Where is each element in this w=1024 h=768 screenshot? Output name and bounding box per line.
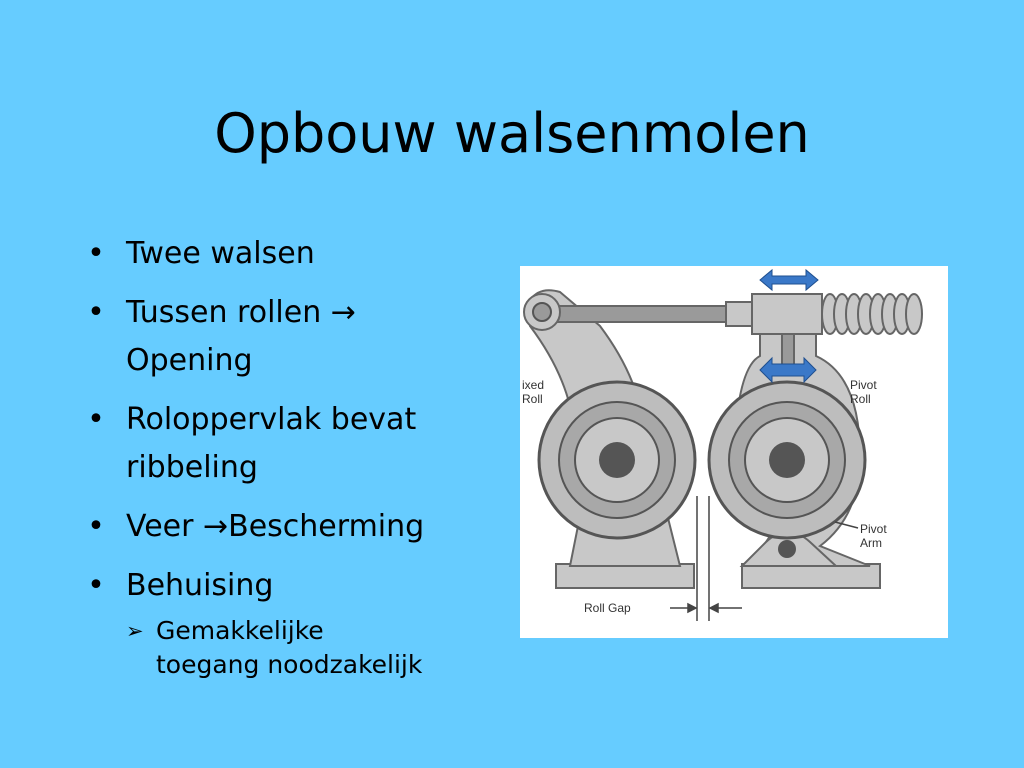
bullet-text-line2: ribbeling [126, 450, 258, 485]
bullet-dot: • [87, 295, 105, 330]
bullet-item: • Behuising ➢ Gemakkelijke toegang noodz… [86, 562, 506, 682]
bullet-item: • Twee walsen [86, 230, 506, 278]
pivot-arm-label: Pivot Arm [860, 522, 887, 550]
arrow-symbol: → [202, 509, 229, 544]
fixed-pivot-pin [532, 302, 552, 322]
pivot-arm-leader [834, 521, 859, 529]
bullet-text: Roloppervlak bevat [126, 402, 417, 437]
pivot-arm-label-line2: Arm [860, 536, 882, 550]
tension-rod [549, 305, 741, 323]
spring [821, 293, 923, 335]
bullet-text: Behuising [126, 568, 274, 603]
pivot-roll-base [741, 563, 881, 589]
roll-gap-arrows [670, 602, 742, 614]
bullet-text-line2: Opening [126, 343, 253, 378]
pivot-pin [778, 540, 796, 558]
rod-clamp [725, 301, 755, 327]
fixed-roll-label-line2: Roll [522, 392, 543, 406]
pivot-roll-label-line2: Roll [850, 392, 871, 406]
roller-mill-diagram: ixed Roll Pivot Roll Pivot Arm Roll Gap [520, 266, 948, 638]
fixed-roll [537, 380, 697, 540]
bullet-text: Twee walsen [126, 236, 315, 271]
bullet-dot: • [87, 509, 105, 544]
sub-bullet-item: ➢ Gemakkelijke toegang noodzakelijk [126, 614, 506, 682]
roll-gap-label: Roll Gap [584, 601, 631, 615]
bullet-item: • Tussen rollen → Opening [86, 289, 506, 385]
bullet-text-after: Bescherming [228, 509, 425, 544]
pivot-arm-label-line1: Pivot [860, 522, 887, 536]
pivot-roll-label: Pivot Roll [850, 378, 877, 406]
arrow-symbol: → [330, 295, 356, 330]
pivot-roll [707, 380, 867, 540]
sub-bullet-text-line2: toegang noodzakelijk [156, 650, 423, 679]
bullet-text: Veer [126, 509, 203, 544]
pivot-roll-label-line1: Pivot [850, 378, 877, 392]
bullet-dot: • [87, 402, 105, 437]
slide-title: Opbouw walsenmolen [214, 102, 810, 165]
horizontal-adjust-arrow-icon [759, 268, 819, 292]
arrow-bullet-icon: ➢ [126, 619, 144, 643]
bullet-item: • Roloppervlak bevat ribbeling [86, 396, 506, 492]
bullet-text: Tussen rollen [126, 295, 322, 330]
vertical-adjust-arrow-icon [759, 356, 817, 384]
sub-bullet-text: Gemakkelijke [156, 616, 324, 645]
fixed-roll-label: ixed Roll [522, 378, 544, 406]
bullet-dot: • [87, 236, 105, 271]
sub-bullet-list: ➢ Gemakkelijke toegang noodzakelijk [126, 614, 506, 682]
roller-mill-illustration [523, 268, 923, 621]
fixed-roll-base [555, 563, 695, 589]
bullet-dot: • [87, 568, 105, 603]
bullet-list: • Twee walsen • Tussen rollen → Opening … [86, 230, 506, 693]
spring-housing [751, 293, 823, 335]
bullet-item: • Veer →Bescherming [86, 503, 506, 551]
fixed-roll-label-line1: ixed [522, 378, 545, 392]
